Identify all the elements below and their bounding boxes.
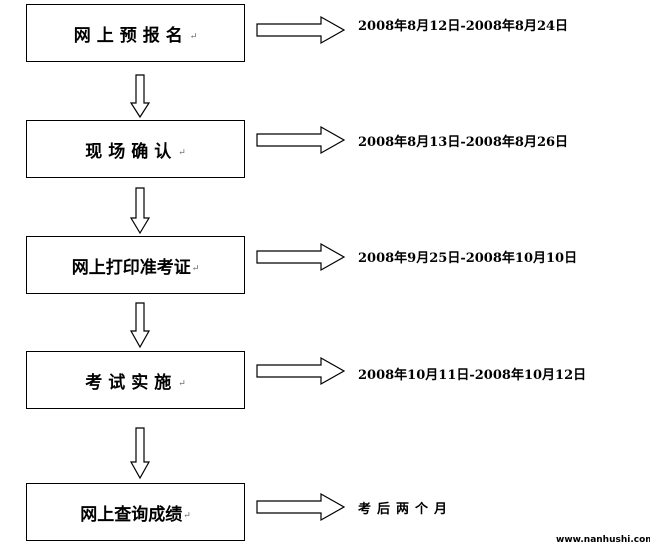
step-label: 网上查询成绩 bbox=[80, 504, 183, 525]
paragraph-mark: ↵ bbox=[178, 379, 186, 389]
down-arrow-4 bbox=[129, 427, 151, 480]
right-arrow-5 bbox=[256, 492, 346, 522]
step-box-5: 网上查询成绩↵ bbox=[26, 483, 245, 541]
step-label: 考试实施 bbox=[85, 372, 178, 393]
step-date-4: 2008年10月11日-2008年10月12日 bbox=[358, 368, 587, 383]
step-box-2: 现场确认↵ bbox=[26, 120, 245, 178]
down-arrow-2 bbox=[129, 187, 151, 235]
step-box-4: 考试实施↵ bbox=[26, 351, 245, 409]
right-arrow-1 bbox=[256, 15, 346, 45]
step-label: 网上预报名 bbox=[73, 25, 189, 46]
step-date-2: 2008年8月13日-2008年8月26日 bbox=[358, 135, 569, 150]
step-label: 网上打印准考证 bbox=[71, 257, 191, 278]
paragraph-mark: ↵ bbox=[178, 148, 186, 158]
right-arrow-3 bbox=[256, 242, 346, 272]
paragraph-mark: ↵ bbox=[191, 264, 200, 274]
down-arrow-1 bbox=[129, 74, 151, 119]
down-arrow-3 bbox=[129, 302, 151, 349]
step-date-1: 2008年8月12日-2008年8月24日 bbox=[358, 19, 569, 34]
step-date-5: 考后两个月 bbox=[358, 502, 454, 517]
paragraph-mark: ↵ bbox=[183, 511, 191, 521]
step-label: 现场确认 bbox=[85, 141, 178, 162]
right-arrow-4 bbox=[256, 356, 346, 386]
step-box-1: 网上预报名↵ bbox=[26, 4, 245, 62]
watermark: www.nanhushi.com bbox=[556, 535, 650, 545]
step-date-3: 2008年9月25日-2008年10月10日 bbox=[358, 251, 578, 266]
step-box-3: 网上打印准考证↵ bbox=[26, 236, 245, 294]
paragraph-mark: ↵ bbox=[189, 32, 198, 42]
right-arrow-2 bbox=[256, 125, 346, 155]
